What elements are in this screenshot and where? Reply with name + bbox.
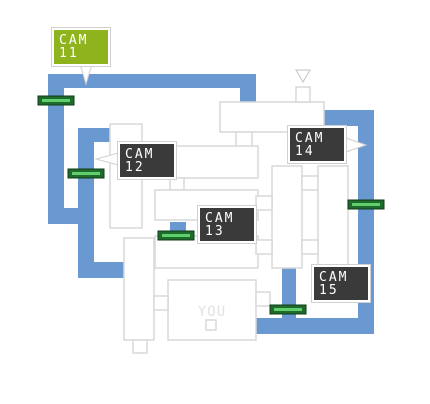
room-connector-d	[255, 195, 273, 211]
vent-duct-top	[48, 74, 256, 88]
cam-11-number: 11	[59, 46, 79, 61]
room-connector-g	[153, 295, 169, 311]
cam-11-button[interactable]: CAM 11	[51, 27, 111, 67]
room-connector-f	[301, 239, 319, 255]
vent-duct-bottom-right	[256, 318, 374, 334]
cam-13-number: 13	[205, 224, 225, 239]
vent-seals	[37, 95, 385, 315]
vent-duct-left-inner	[78, 128, 94, 278]
cam-14-button[interactable]: CAM 14	[287, 125, 347, 164]
room-left-bottom-stub	[132, 339, 148, 354]
room-connector-a	[235, 131, 253, 147]
vent-seal-light	[352, 203, 380, 206]
room-right-side	[317, 165, 349, 267]
vent-seal-light	[274, 308, 302, 311]
cam-14-label: CAM	[295, 131, 325, 146]
room-connector-h	[255, 291, 271, 307]
vent-duct-bottom-left	[78, 262, 126, 278]
room-connector-c	[301, 175, 319, 191]
room-connector-b	[169, 177, 185, 191]
player-location-label: YOU	[198, 304, 226, 320]
camera-callout-tails	[79, 63, 368, 167]
vent-duct-top-drop	[240, 74, 256, 102]
room-left-bottom	[123, 237, 155, 341]
room-right-tall	[271, 165, 303, 269]
vent-seal-light	[42, 99, 70, 102]
cam-13-label: CAM	[205, 211, 235, 226]
vent-seal-light	[72, 172, 100, 175]
cam-12-number: 12	[125, 160, 145, 175]
vent-system	[48, 74, 374, 334]
room-connector-e	[255, 239, 273, 255]
cam-12-label: CAM	[125, 147, 155, 162]
cam-11-label: CAM	[59, 33, 89, 48]
cam-15-label: CAM	[319, 270, 349, 285]
cam-15-number: 15	[319, 283, 339, 298]
cam-13-button[interactable]: CAM 13	[197, 205, 257, 244]
vent-duct-left-outer	[48, 74, 64, 224]
vent-seal-light	[162, 234, 190, 237]
room-top-right-stub	[295, 86, 311, 103]
cam-15-button[interactable]: CAM 15	[311, 264, 371, 303]
cam-14-number: 14	[295, 144, 315, 159]
office-desk	[205, 319, 217, 331]
vent-duct-cam15-branch	[282, 266, 296, 324]
cam-12-button[interactable]: CAM 12	[117, 141, 177, 180]
cam14-callout-tail	[345, 137, 368, 153]
vent-marker-triangle-icon	[294, 69, 312, 84]
